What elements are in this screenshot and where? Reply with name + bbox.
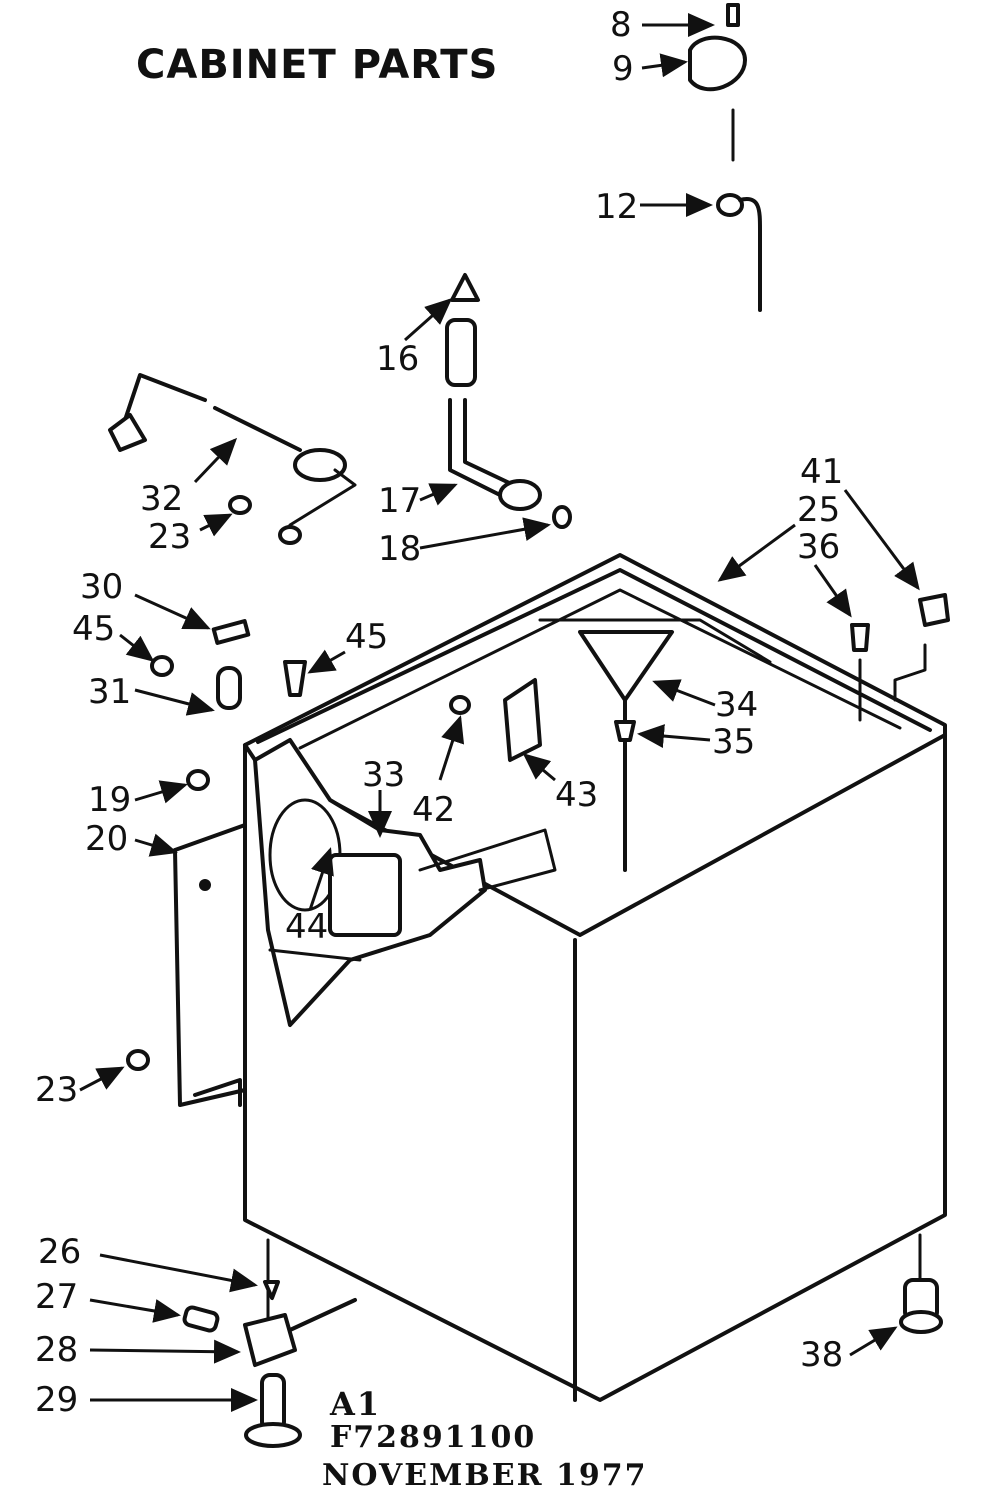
bracket-43 xyxy=(449,678,542,762)
callout-19: 19 xyxy=(88,780,132,820)
callout-27: 27 xyxy=(35,1277,79,1317)
footer-part-number: F72891100 xyxy=(330,1420,537,1455)
cabinet-body xyxy=(243,553,947,1402)
right-hardware xyxy=(850,593,950,722)
callout-12: 12 xyxy=(595,187,639,227)
hose-assembly xyxy=(445,273,572,529)
callout-31: 31 xyxy=(88,672,132,712)
callout-42: 42 xyxy=(412,790,456,830)
callout-20: 20 xyxy=(85,819,129,859)
callout-23-top: 23 xyxy=(148,517,192,557)
callout-9: 9 xyxy=(612,49,634,89)
callout-45-left: 45 xyxy=(72,609,116,649)
callout-30: 30 xyxy=(80,567,124,607)
callout-29: 29 xyxy=(35,1380,79,1420)
callout-45-mid: 45 xyxy=(345,617,389,657)
callout-25: 25 xyxy=(797,490,841,530)
callout-16: 16 xyxy=(376,339,420,379)
callout-32: 32 xyxy=(140,479,184,519)
callout-23-bottom: 23 xyxy=(35,1070,79,1110)
control-console xyxy=(253,738,557,1027)
callout-18: 18 xyxy=(378,529,422,569)
leader-lines xyxy=(79,13,920,1412)
callout-41: 41 xyxy=(800,452,844,492)
callout-26: 26 xyxy=(38,1232,82,1272)
callout-44: 44 xyxy=(285,907,329,947)
top-hose xyxy=(688,3,762,312)
callout-35: 35 xyxy=(712,722,756,762)
diagram-title: CABINET PARTS xyxy=(136,42,499,88)
leg-parts xyxy=(182,1233,943,1448)
footer-date: NOVEMBER 1977 xyxy=(322,1458,648,1493)
footer-code: A1 xyxy=(330,1385,382,1423)
callout-34: 34 xyxy=(715,685,759,725)
callout-38: 38 xyxy=(800,1335,844,1375)
callout-43: 43 xyxy=(555,775,599,815)
callout-17: 17 xyxy=(378,481,422,521)
side-panel xyxy=(173,823,247,1107)
left-hose xyxy=(108,373,357,545)
callout-8: 8 xyxy=(610,5,632,45)
callout-28: 28 xyxy=(35,1330,79,1370)
left-hardware xyxy=(126,619,307,1071)
tub-hanger xyxy=(578,630,674,872)
callout-36: 36 xyxy=(797,527,841,567)
callout-33: 33 xyxy=(362,755,406,795)
